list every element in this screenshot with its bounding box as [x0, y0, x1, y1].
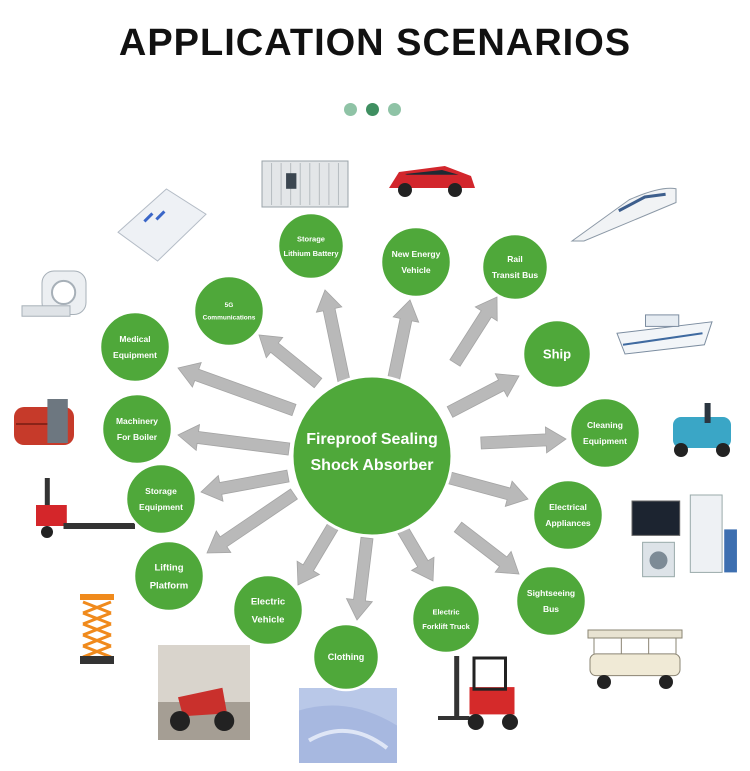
node-label: Rail — [507, 254, 523, 264]
node-label: Electric — [432, 608, 459, 617]
node-label: Equipment — [139, 502, 183, 512]
arrow-to-medical-equipment — [177, 362, 297, 417]
node-label: Storage — [145, 486, 177, 496]
node-label: Cleaning — [587, 420, 623, 430]
node-circle — [521, 318, 593, 390]
arrow-to-5g-communications — [258, 334, 323, 389]
node-circle — [132, 539, 206, 613]
carousel-dots — [344, 103, 401, 116]
node-circle — [410, 583, 482, 655]
arrow-to-electrical-appliances — [447, 471, 529, 508]
arrow-to-cleaning-equipment — [480, 426, 567, 454]
home-appliances-icon — [631, 494, 737, 578]
node-circle — [311, 622, 381, 692]
node-label: Machinery — [116, 416, 158, 426]
arrow-to-storage-equipment — [200, 469, 290, 502]
center-label-line-1: Fireproof Sealing — [306, 431, 438, 448]
arrow-to-clothing — [345, 536, 374, 621]
arrow-to-storage-lithium-battery — [315, 289, 352, 388]
forklift-icon — [438, 656, 518, 730]
node-circle — [231, 573, 305, 647]
icons-layer — [14, 160, 737, 763]
node-label: Ship — [543, 347, 571, 362]
node-label: New Energy — [392, 249, 441, 259]
node-label: Clothing — [328, 652, 365, 662]
node-label: For Boiler — [117, 432, 158, 442]
node-label: Sightseeing — [527, 588, 575, 598]
arrow-to-rail-transit-bus — [449, 296, 498, 367]
node-label: Forklift Truck — [422, 622, 470, 631]
node-label: 5G — [225, 302, 234, 309]
floor-scrubber-icon — [673, 403, 731, 457]
arrow-to-lifting-platform — [206, 488, 298, 554]
arrow-to-sightseeing-bus — [453, 521, 520, 575]
page-title: APPLICATION SCENARIOS — [118, 22, 632, 64]
node-label: Lithium Battery — [283, 249, 339, 258]
boiler-icon — [14, 399, 74, 445]
arrow-to-machinery-for-boiler — [177, 423, 291, 456]
node-circle — [568, 396, 642, 470]
node-label: Medical — [119, 334, 150, 344]
center-node: Fireproof Sealing Shock Absorber — [290, 374, 454, 538]
node-circle — [379, 225, 453, 299]
node-label: Equipment — [113, 350, 157, 360]
cruise-ship-icon — [616, 314, 713, 355]
node-label: Transit Bus — [492, 270, 539, 280]
node-label: Platform — [150, 580, 189, 591]
bullet-train-icon — [570, 187, 677, 242]
node-label: Electrical — [549, 502, 587, 512]
arrow-to-new-energy-vehicle — [386, 299, 420, 384]
node-label: Appliances — [545, 518, 591, 528]
carousel-dot-1[interactable] — [344, 103, 357, 116]
arrow-to-electric-vehicle — [296, 519, 341, 586]
node-clothing[interactable]: Clothing — [311, 622, 381, 692]
scooter-icon — [158, 645, 250, 740]
fabric-icon — [299, 688, 397, 763]
node-label: Electric — [251, 596, 285, 607]
carousel-dot-3[interactable] — [388, 103, 401, 116]
node-label: Vehicle — [401, 265, 431, 275]
center-label-line-2: Shock Absorber — [311, 457, 434, 474]
5g-router-icon — [117, 188, 207, 262]
node-circle — [100, 392, 174, 466]
pallet-jack-icon — [36, 478, 135, 538]
red-suv-icon — [389, 166, 475, 197]
node-circle — [276, 211, 346, 281]
node-label: Bus — [543, 604, 559, 614]
node-circle — [531, 478, 605, 552]
node-label: Lifting — [154, 562, 183, 573]
node-circle — [514, 564, 588, 638]
battery-container-icon — [261, 160, 349, 208]
node-5g-communications[interactable]: 5G Communications — [192, 274, 266, 348]
node-circle — [98, 310, 172, 384]
carousel-dot-2[interactable] — [366, 103, 379, 116]
arrows-layer — [177, 289, 567, 621]
node-ship[interactable]: Ship — [521, 318, 593, 390]
node-label: Vehicle — [252, 614, 285, 625]
sightseeing-cart-icon — [587, 629, 683, 689]
scissor-lift-icon — [80, 594, 114, 664]
node-label: Communications — [203, 314, 256, 321]
arrow-to-ship — [446, 373, 520, 418]
node-label: Storage — [297, 235, 325, 244]
node-label: Equipment — [583, 436, 627, 446]
node-circle — [480, 232, 550, 302]
node-circle — [192, 274, 266, 348]
node-circle — [124, 462, 198, 536]
mri-scanner-icon — [21, 270, 87, 317]
